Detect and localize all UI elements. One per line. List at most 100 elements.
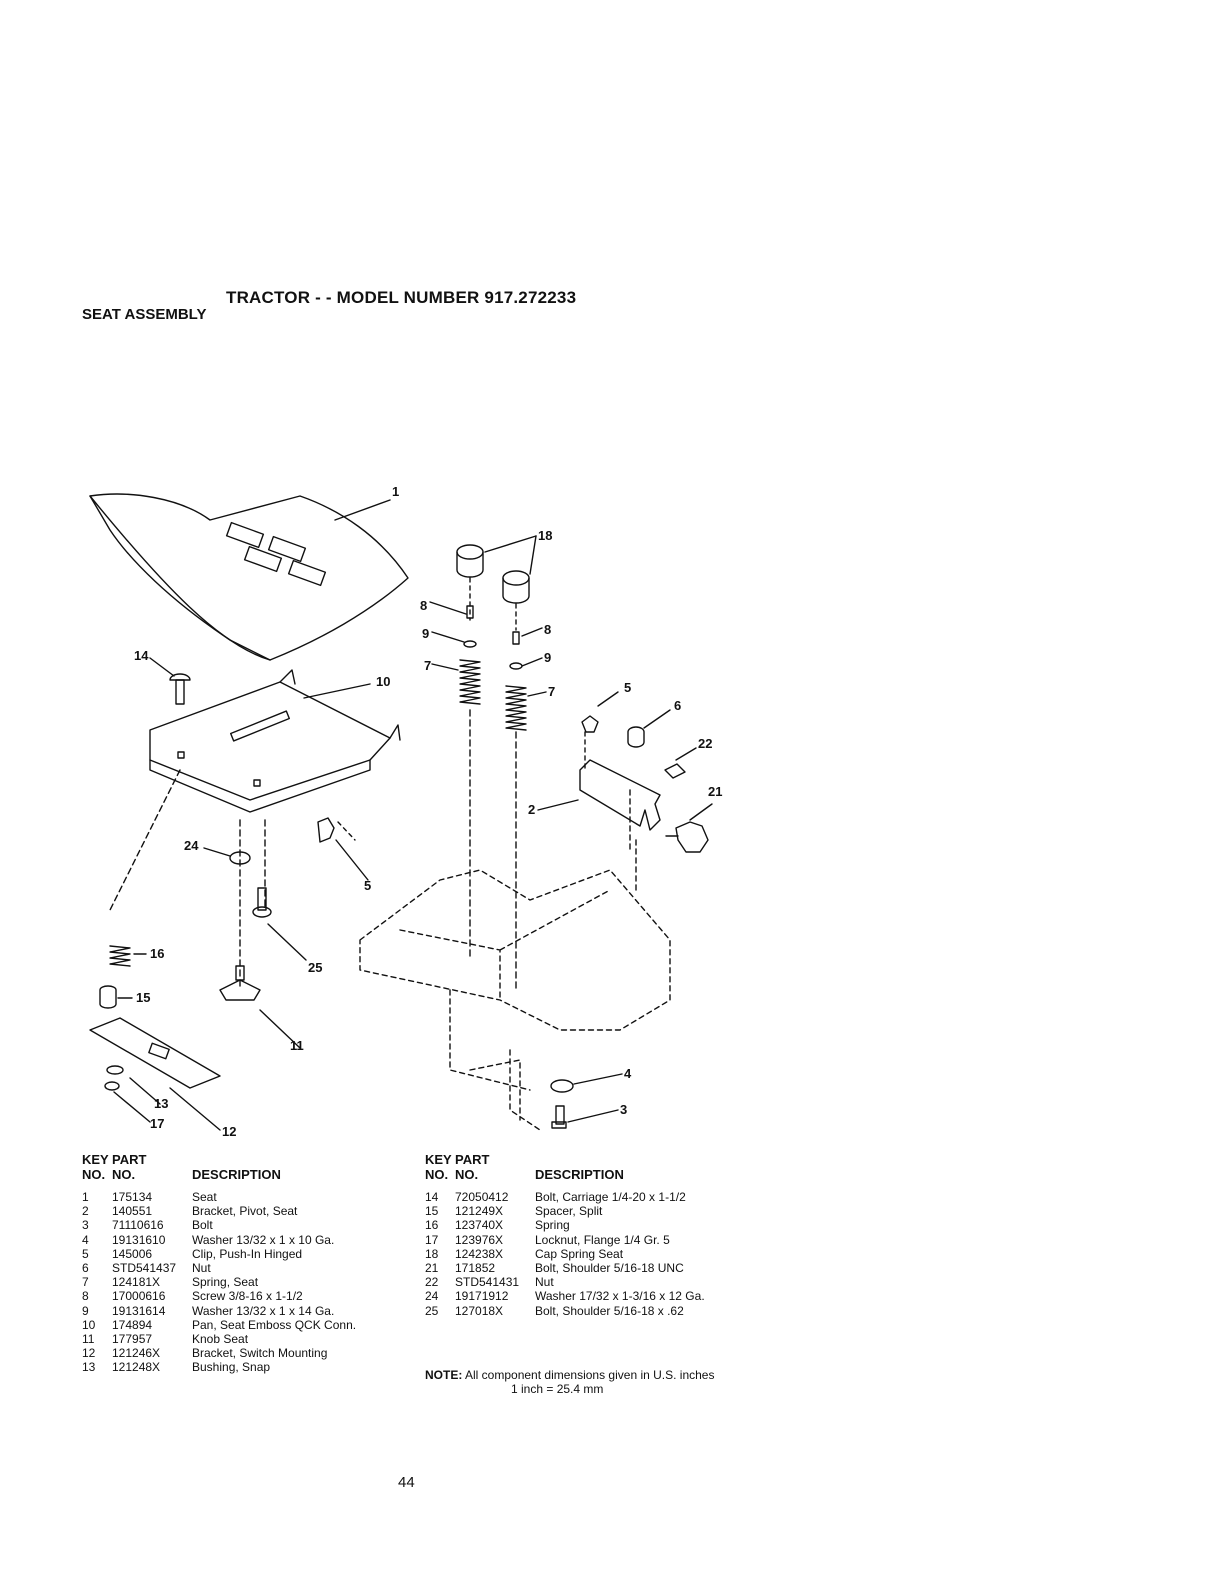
description-cell: Nut	[535, 1275, 554, 1290]
part-number-cell: 72050412	[455, 1190, 509, 1204]
key-cell: 11	[82, 1332, 95, 1347]
key-cell: 25	[425, 1303, 439, 1318]
callout-label: 14	[134, 648, 149, 663]
key-cell: 17	[425, 1232, 439, 1247]
callout-label: 6	[674, 698, 681, 713]
key-cell: 5	[82, 1246, 89, 1261]
table-row: 9 19131614 Washer 13/32 x 1 x 14 Ga.	[82, 1304, 392, 1318]
part-number-cell: 171852	[455, 1261, 496, 1276]
description-cell: Bolt	[192, 1218, 213, 1233]
key-cell: 10	[82, 1317, 96, 1332]
callout-label: 7	[424, 658, 431, 673]
description-cell: Bolt, Carriage 1/4-20 x 1-1/2	[535, 1190, 686, 1204]
key-cell: 22	[425, 1275, 439, 1290]
description-cell: Bolt, Shoulder 5/16-18 UNC	[535, 1261, 684, 1276]
callout-label: 24	[184, 838, 199, 853]
callout-label: 15	[136, 990, 150, 1005]
part-number-cell: 175134	[112, 1190, 153, 1204]
callout-labels: 1 18 8 9 7 8 9 7 5 6 22 21 2 14 10 24 5 …	[134, 484, 722, 1139]
part-number-cell: 121248X	[112, 1360, 161, 1375]
description-cell: Washer 13/32 x 1 x 14 Ga.	[192, 1303, 335, 1318]
description-cell: Washer 17/32 x 1-3/16 x 12 Ga.	[535, 1289, 705, 1304]
dimension-note: NOTE: All component dimensions given in …	[425, 1368, 765, 1396]
table-row: 4 19131610 Washer 13/32 x 1 x 10 Ga.	[82, 1233, 392, 1247]
table-row: 25 127018X Bolt, Shoulder 5/16-18 x .62	[425, 1304, 765, 1318]
key-cell: 15	[425, 1204, 439, 1219]
part-number-cell: 19131614	[112, 1303, 166, 1318]
header-part-no: NO.	[455, 1167, 479, 1182]
description-cell: Seat	[192, 1190, 217, 1204]
part-number-cell: STD541437	[112, 1261, 177, 1276]
key-cell: 24	[425, 1289, 439, 1304]
part-number-cell: 174894	[112, 1317, 153, 1332]
callout-label: 2	[528, 802, 535, 817]
part-number-cell: 124181X	[112, 1275, 161, 1290]
header-no: NO.	[82, 1167, 106, 1182]
callout-label: 5	[364, 878, 371, 893]
part-number-cell: 140551	[112, 1204, 153, 1219]
description-cell: Washer 13/32 x 1 x 10 Ga.	[192, 1232, 335, 1247]
callout-label: 8	[544, 622, 551, 637]
carriage-bolt-part	[149, 657, 191, 705]
header-part-no: NO.	[112, 1167, 136, 1182]
header-part: PART	[455, 1152, 490, 1167]
callout-label: 17	[150, 1116, 164, 1131]
description-cell: Knob Seat	[192, 1332, 249, 1347]
part-number-cell: 145006	[112, 1246, 153, 1261]
key-cell: 8	[82, 1289, 89, 1304]
callout-label: 7	[548, 684, 555, 699]
callout-label: 12	[222, 1124, 236, 1139]
header-part: PART	[112, 1152, 147, 1167]
callout-label: 5	[624, 680, 631, 695]
seat-part	[89, 493, 409, 661]
description-cell: Spring	[535, 1218, 570, 1233]
seat-pan-part	[149, 669, 401, 813]
table-row: 15 121249X Spacer, Split	[425, 1204, 765, 1218]
table-row: 21 171852 Bolt, Shoulder 5/16-18 UNC	[425, 1261, 765, 1275]
description-cell: Bracket, Switch Mounting	[192, 1346, 328, 1361]
key-cell: 9	[82, 1303, 89, 1318]
key-cell: 6	[82, 1261, 89, 1276]
part-number-cell: 127018X	[455, 1303, 504, 1318]
callout-label: 18	[538, 528, 552, 543]
seat-assembly-diagram: 1 18 8 9 7 8 9 7 5 6 22 21 2 14 10 24 5 …	[70, 470, 770, 1150]
page-number: 44	[398, 1474, 415, 1491]
callout-label: 9	[544, 650, 551, 665]
description-cell: Spacer, Split	[535, 1204, 603, 1219]
description-cell: Bolt, Shoulder 5/16-18 x .62	[535, 1303, 684, 1318]
part-number-cell: 121249X	[455, 1204, 504, 1219]
key-cell: 2	[82, 1204, 89, 1219]
parts-table-left: KEY PART NO. NO. DESCRIPTION 1 175134 Seat…	[82, 1152, 392, 1375]
callout-label: 16	[150, 946, 164, 961]
callout-label: 13	[154, 1096, 168, 1111]
part-number-cell: 19131610	[112, 1232, 166, 1247]
callout-label: 10	[376, 674, 390, 689]
section-title: SEAT ASSEMBLY	[82, 306, 207, 323]
description-cell: Pan, Seat Emboss QCK Conn.	[192, 1317, 357, 1332]
key-cell: 21	[425, 1261, 439, 1276]
callout-label: 22	[698, 736, 712, 751]
table-row: 1 175134 Seat	[82, 1190, 392, 1204]
key-cell: 1	[82, 1190, 89, 1204]
note-line1: All component dimensions given in U.S. i…	[465, 1368, 715, 1382]
tractor-frame-outline	[359, 869, 671, 1131]
key-cell: 4	[82, 1232, 89, 1247]
key-cell: 12	[82, 1346, 96, 1361]
header-description: DESCRIPTION	[535, 1167, 624, 1182]
page-title: TRACTOR - - MODEL NUMBER 917.272233	[226, 288, 577, 307]
table-header: KEY PART NO. NO. DESCRIPTION	[82, 1152, 392, 1182]
note-line2: 1 inch = 25.4 mm	[511, 1382, 604, 1396]
key-cell: 7	[82, 1275, 89, 1290]
part-number-cell: 123976X	[455, 1232, 504, 1247]
part-number-cell: 17000616	[112, 1289, 166, 1304]
callout-label: 9	[422, 626, 429, 641]
